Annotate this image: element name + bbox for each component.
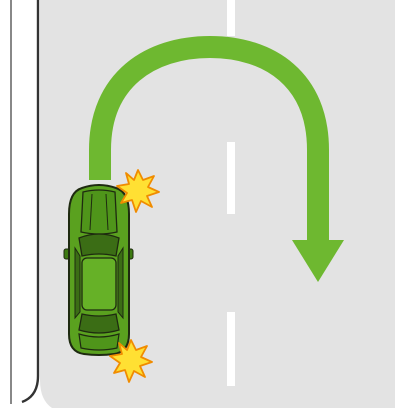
car-hood — [81, 190, 117, 234]
car-roof — [82, 258, 116, 310]
car-side-window-right — [118, 248, 123, 318]
car-icon — [64, 185, 133, 355]
lane-dash — [227, 0, 235, 36]
car-rear-window — [79, 314, 119, 333]
car-windshield — [79, 234, 119, 256]
car-trunk — [79, 334, 119, 350]
car-side-window-left — [75, 248, 80, 318]
lane-dash — [227, 312, 235, 386]
lane-dash — [227, 142, 235, 214]
